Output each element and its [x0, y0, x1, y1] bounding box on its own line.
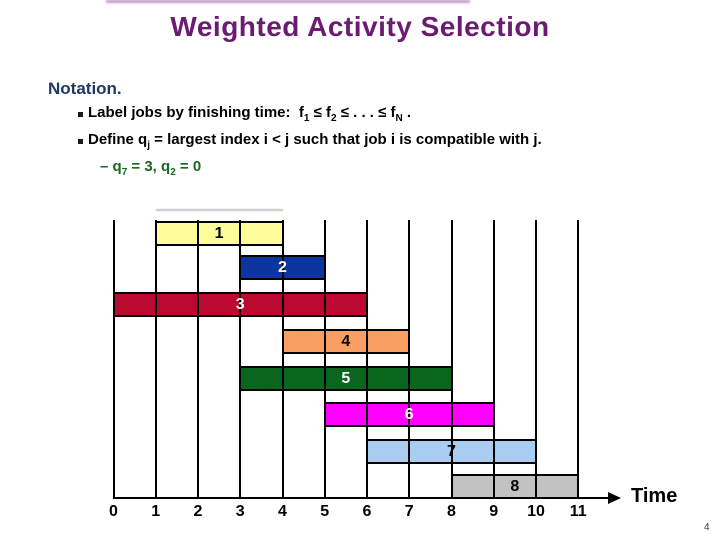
tick-label-2: 2: [193, 503, 203, 520]
gridline-t8: [450, 220, 453, 499]
time-axis-label: Time: [631, 485, 678, 507]
tick-label-7: 7: [404, 503, 414, 520]
text-segment: ≤ f: [309, 104, 331, 121]
bar-shadow-artifact: [156, 209, 283, 211]
text-segment: ≤ . . . ≤ f: [336, 104, 396, 121]
gridline-t9: [492, 220, 495, 499]
gridline-t11: [577, 220, 580, 499]
job-bar-label-7: 7: [447, 443, 456, 460]
clipped-title-artifact: [106, 0, 470, 3]
subscript-text: 1: [303, 113, 310, 124]
gridline-t4: [281, 220, 284, 499]
sub-bullet-q-values: – q7 = 3, q2 = 0: [100, 158, 202, 178]
subscript-text: 7: [121, 167, 128, 178]
gridline-t1: [154, 220, 157, 499]
job-bar-label-1: 1: [214, 225, 224, 242]
subscript-text: 2: [330, 113, 337, 124]
tick-label-0: 0: [109, 503, 118, 520]
job-bar-label-2: 2: [278, 259, 287, 276]
text-segment: Label jobs by finishing time: f: [88, 104, 304, 121]
job-bar-label-5: 5: [341, 370, 351, 387]
gridline-t6: [366, 220, 368, 499]
gridline-t2: [197, 220, 199, 499]
text-segment: = 0: [175, 158, 202, 175]
gridline-t5: [323, 220, 326, 499]
tick-label-3: 3: [235, 503, 245, 520]
text-segment: = largest index i < j such that job i is…: [149, 131, 542, 148]
text-segment: .: [402, 104, 412, 121]
gridline-t7: [408, 220, 411, 499]
job-bar-label-3: 3: [235, 296, 245, 313]
tick-label-8: 8: [447, 503, 456, 520]
text-segment: = 3, q: [127, 158, 171, 175]
tick-label-9: 9: [489, 503, 499, 520]
tick-label-1: 1: [151, 503, 161, 520]
bullet-square-icon: [78, 112, 83, 117]
tick-label-4: 4: [278, 503, 287, 520]
job-bar-label-6: 6: [404, 406, 414, 423]
tick-label-10: 10: [527, 503, 545, 520]
slide-title: Weighted Activity Selection: [170, 11, 550, 42]
gridline-t3: [239, 220, 242, 499]
bullet-square-icon: [78, 139, 83, 144]
time-axis-arrowhead-icon: [608, 492, 621, 504]
job-bar-label-8: 8: [510, 478, 520, 495]
job-bar-5: [239, 366, 453, 391]
job-bar-label-4: 4: [341, 333, 351, 350]
tick-label-6: 6: [362, 503, 372, 520]
text-segment: Define q: [88, 131, 148, 148]
subscript-text: j: [147, 140, 150, 151]
page-number: 4: [704, 522, 710, 533]
time-axis-line: [112, 497, 608, 499]
notation-heading: Notation.: [48, 79, 122, 98]
subscript-text: N: [395, 113, 403, 124]
gridline-t0: [112, 220, 115, 499]
tick-label-5: 5: [320, 503, 330, 520]
job-bar-4: [281, 329, 411, 354]
tick-label-11: 11: [569, 503, 587, 520]
bullet-define-q: Define qj = largest index i < j such tha…: [88, 131, 542, 151]
gridline-t10: [535, 220, 537, 499]
text-segment: – q: [100, 158, 122, 175]
subscript-text: 2: [170, 167, 176, 178]
bullet-label-jobs: Label jobs by finishing time: f1 ≤ f2 ≤ …: [88, 104, 412, 124]
